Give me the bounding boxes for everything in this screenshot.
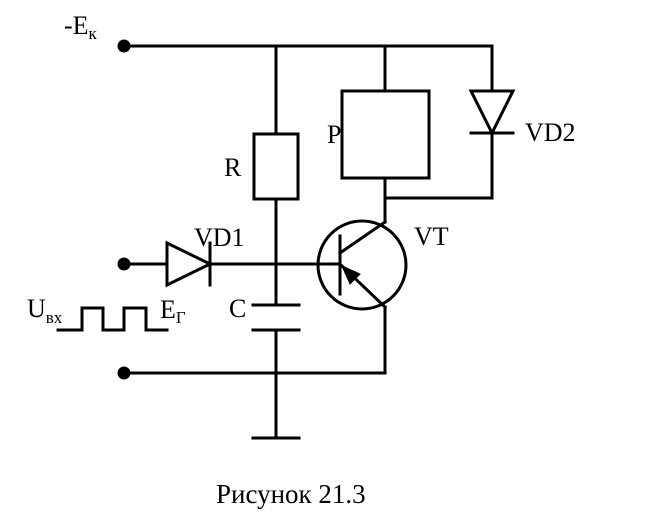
label-vt: VT [414,222,449,251]
label-vd1: VD1 [194,223,245,252]
label-r: R [224,153,242,182]
diode-vd2-branch [383,44,516,200]
relay-p-branch [340,44,431,224]
label-ek: -Eк [64,11,98,43]
pulse-waveform [56,306,169,332]
label-c: C [229,294,246,323]
input-vd1-branch [117,240,342,288]
resistor-r-branch [252,44,300,307]
label-uvx: Uвх [27,294,63,327]
figure-caption: Рисунок 21.3 [216,479,366,509]
label-eg: EГ [160,295,186,327]
relay-p [340,89,431,180]
diode-vd2 [468,89,516,137]
diode-vd1 [165,240,214,288]
label-vd2: VD2 [525,118,576,147]
resistor-r [252,132,300,201]
supply-rail-top [117,39,494,53]
label-p: P [327,120,341,149]
bottom-rail [117,305,387,380]
capacitor-c [251,303,301,440]
